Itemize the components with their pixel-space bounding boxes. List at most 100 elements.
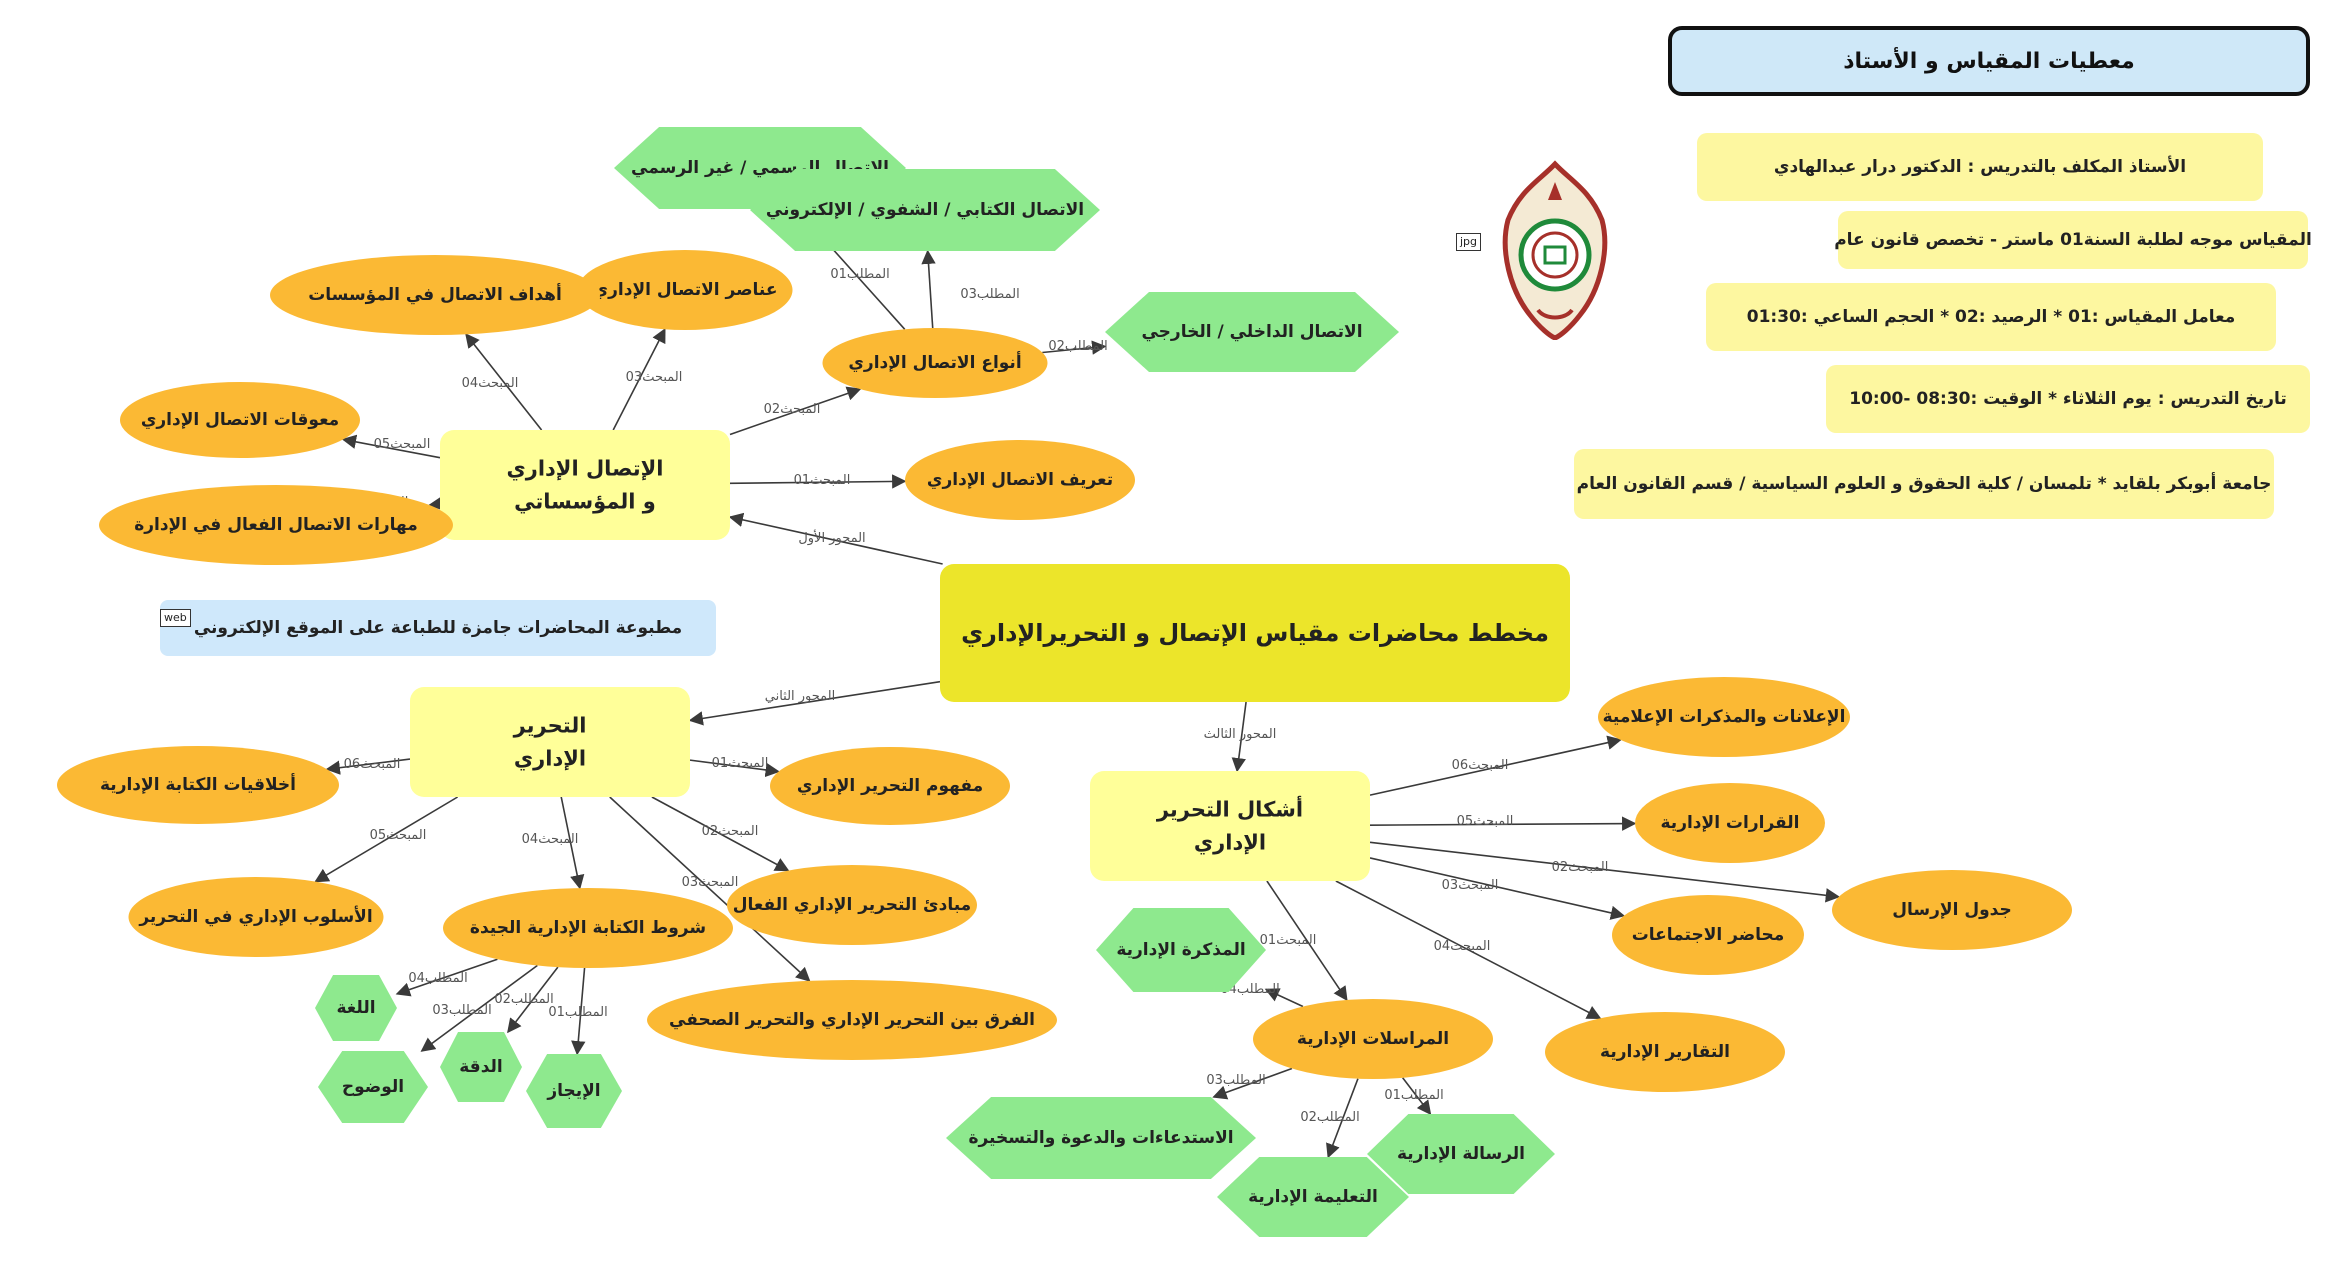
- node-h_instr: التعليمة الإدارية: [1217, 1157, 1409, 1237]
- node-c_skills: مهارات الاتصال الفعال في الإدارة: [99, 485, 453, 565]
- node-e_style: الأسلوب الإداري في التحرير: [128, 877, 384, 957]
- edge-forms-f_min: [1369, 857, 1626, 920]
- edge-label: المطلب02: [494, 992, 553, 1007]
- node-shape: [770, 747, 1010, 825]
- edge-label: المبحث02: [764, 402, 821, 417]
- node-label: مبادئ التحرير الإداري الفعال: [733, 895, 971, 915]
- edge-label: المحور الثالث: [1204, 727, 1277, 742]
- edge-edit-e_cond: [560, 796, 585, 890]
- node-label: التعليمة الإدارية: [1248, 1187, 1378, 1207]
- edge-edit-e_diff: [609, 796, 811, 982]
- node-label: الأسلوب الإداري في التحرير: [138, 906, 372, 927]
- edge-forms-f_ads: [1369, 735, 1622, 796]
- node-label: محاضر الاجتماعات: [1632, 925, 1785, 945]
- node-label: و المؤسساتي: [514, 489, 656, 513]
- nodes-layer: مخطط محاضرات مقياس الإتصال و التحريرالإد…: [57, 127, 2072, 1237]
- edge-label: المبحث05: [374, 437, 431, 452]
- edge-label: المبحث04: [462, 376, 519, 391]
- edge-f_corr-h_summ: [1212, 1067, 1293, 1100]
- edge-forms-f_corr: [1266, 880, 1348, 1002]
- node-f_corr: المراسلات الإدارية: [1253, 999, 1493, 1079]
- node-label: مهارات الاتصال الفعال في الإدارة: [134, 515, 418, 535]
- edge-c_types-h_written: [921, 249, 936, 329]
- edge-comm-c_obst: [341, 434, 441, 459]
- node-shape: [1635, 783, 1825, 863]
- node-f_dec: القرارات الإدارية: [1635, 783, 1825, 863]
- node-c_goals: أهداف الاتصال في المؤسسات: [270, 255, 600, 335]
- edge-e_cond-h_lang: [395, 958, 498, 997]
- node-label: أهداف الاتصال في المؤسسات: [308, 283, 562, 305]
- node-label: المذكرة الإدارية: [1116, 940, 1245, 960]
- node-label: الاتصال الداخلي / الخارجي: [1141, 322, 1362, 342]
- node-label: التحرير: [513, 714, 587, 738]
- node-c_types: أنواع الاتصال الإداري: [822, 328, 1048, 398]
- node-label: الدقة: [459, 1057, 502, 1077]
- node-label: الاتصال الكتابي / الشفوي / الإلكتروني: [766, 200, 1084, 220]
- node-f_min: محاضر الاجتماعات: [1612, 895, 1804, 975]
- edge-e_cond-h_clar: [420, 964, 538, 1052]
- node-shape: [99, 485, 453, 565]
- node-shape: [577, 250, 793, 330]
- node-label: المراسلات الإدارية: [1297, 1029, 1449, 1049]
- edge-edit-e_style: [314, 796, 459, 883]
- node-shape: [946, 1097, 1256, 1179]
- node-label: التقارير الإدارية: [1600, 1042, 1730, 1062]
- node-label: مفهوم التحرير الإداري: [797, 776, 983, 796]
- edge-c_types-h_internal: [1042, 340, 1107, 355]
- edge-label: المحور الأول: [798, 529, 865, 546]
- node-label: تعريف الاتصال الإداري: [927, 470, 1113, 490]
- node-label: القرارات الإدارية: [1661, 813, 1800, 833]
- node-label: الإتصال الإداري: [507, 457, 664, 482]
- edge-label: المبحث03: [626, 370, 683, 385]
- node-label: شروط الكتابة الإدارية الجيدة: [470, 918, 706, 938]
- edge-label: المطلب03: [432, 1003, 491, 1018]
- node-shape: [1545, 1012, 1785, 1092]
- node-edit: التحريرالإداري: [410, 687, 690, 797]
- edge-label: المبحث04: [1434, 939, 1491, 954]
- edge-label: المبحث05: [370, 828, 427, 843]
- node-shape: [1598, 677, 1850, 757]
- node-shape: [727, 865, 977, 945]
- node-shape: [905, 440, 1135, 520]
- node-shape: [1612, 895, 1804, 975]
- node-shape: [822, 328, 1048, 398]
- edge-label: المبحث03: [682, 875, 739, 890]
- node-f_send: جدول الإرسال: [1832, 870, 2072, 950]
- edge-comm-c_def: [729, 474, 907, 489]
- node-h_prec: الدقة: [440, 1032, 522, 1102]
- node-label: الإعلانات والمذكرات الإعلامية: [1603, 707, 1846, 727]
- edge-label: المطلب02: [1300, 1110, 1359, 1125]
- edge-label: المبحث05: [1457, 814, 1514, 829]
- node-f_rep: التقارير الإدارية: [1545, 1012, 1785, 1092]
- node-shape: [1367, 1114, 1555, 1194]
- edge-label: المطلب01: [830, 267, 889, 282]
- edge-label: المبحث06: [1452, 758, 1509, 773]
- node-label: معوقات الاتصال الإداري: [141, 410, 339, 430]
- node-shape: [1253, 999, 1493, 1079]
- edge-e_cond-h_brev: [571, 967, 586, 1056]
- node-h_lang: اللغة: [315, 975, 397, 1041]
- edge-label: المحور الثاني: [765, 689, 836, 704]
- web-print-note: مطبوعة المحاضرات جامزة للطباعة على الموق…: [160, 600, 716, 656]
- edge-label: المطلب04: [1220, 982, 1279, 997]
- edge-edit-e_ethic: [325, 758, 411, 775]
- web-tag: web: [160, 609, 191, 627]
- node-shape: [270, 255, 600, 335]
- node-label: الوضوح: [342, 1077, 404, 1097]
- info-schedule: تاريخ التدريس : يوم الثلاثاء * الوقيت :0…: [1826, 365, 2310, 433]
- edge-edit-e_concept: [689, 759, 780, 778]
- node-shape: [940, 564, 1570, 702]
- node-label: مخطط محاضرات مقياس الإتصال و التحريرالإد…: [961, 619, 1549, 647]
- edge-comm-c_elem: [612, 328, 666, 431]
- edge-label: المبحث03: [1442, 878, 1499, 893]
- node-e_ethic: أخلاقيات الكتابة الإدارية: [57, 746, 339, 824]
- node-label: جدول الإرسال: [1892, 900, 2011, 920]
- edge-comm-c_skills: [428, 496, 444, 511]
- node-shape: [647, 980, 1057, 1060]
- node-label: الإداري: [1194, 830, 1266, 855]
- jpg-tag: jpg: [1456, 233, 1482, 251]
- university-seal-icon: [1502, 160, 1608, 340]
- edge-forms-f_dec: [1369, 816, 1637, 831]
- edge-label: المطلب02: [1048, 339, 1107, 354]
